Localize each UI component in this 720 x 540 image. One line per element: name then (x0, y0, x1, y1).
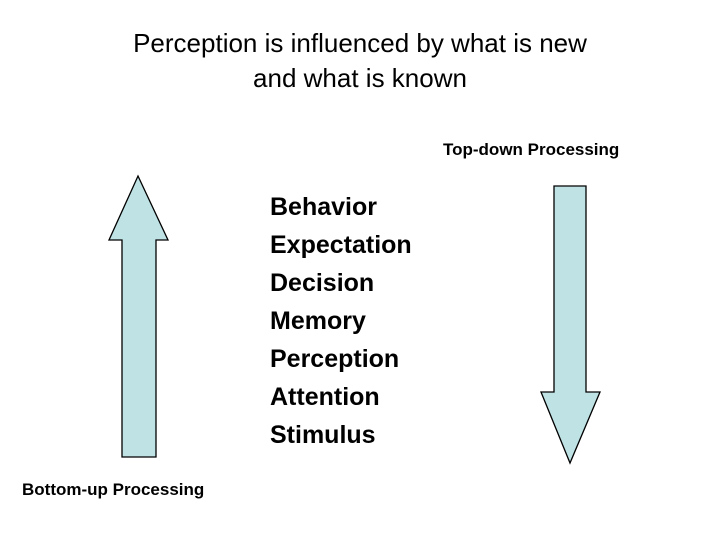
list-item: Attention (270, 383, 380, 411)
list-item: Behavior (270, 193, 377, 221)
list-item: Perception (270, 345, 400, 373)
list-item: Expectation (270, 231, 412, 259)
top-down-arrow-icon (540, 185, 601, 465)
list-item: Stimulus (270, 421, 376, 449)
processing-hierarchy-list: Behavior Expectation Decision Memory Per… (270, 188, 500, 454)
bottom-up-processing-label: Bottom-up Processing (22, 480, 205, 499)
list-item: Decision (270, 269, 375, 297)
list-item: Memory (270, 307, 366, 335)
top-down-processing-label: Top-down Processing (443, 140, 620, 159)
bottom-up-arrow-icon (107, 174, 170, 458)
page-title: Perception is influenced by what is new … (133, 28, 587, 93)
